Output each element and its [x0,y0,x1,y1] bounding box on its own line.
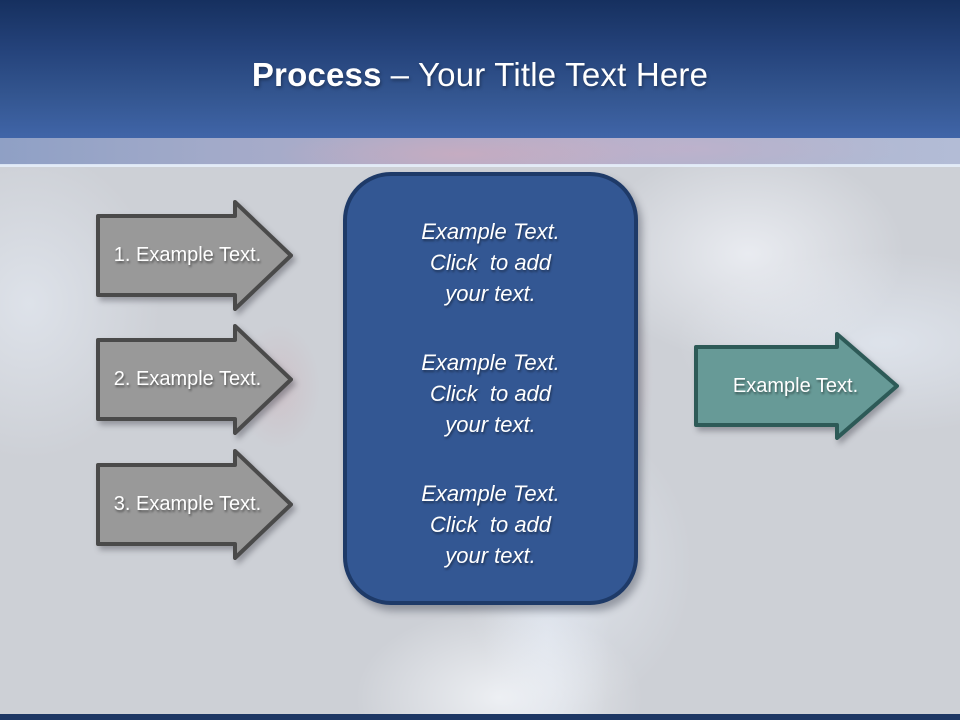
step-2-label: 2. Example Text. [113,368,262,390]
text-line: your text. [445,412,536,437]
text-block-3: Example Text. Click to add your text. [365,478,616,571]
step-arrow-1: 1. Example Text. [95,199,295,312]
step-1-label: 1. Example Text. [113,244,262,266]
slide-title: Process– Your Title Text Here [252,44,708,94]
slide-header: Process– Your Title Text Here [0,0,960,138]
step-3-label: 3. Example Text. [113,493,262,515]
center-text-box: Example Text. Click to add your text. Ex… [343,172,638,605]
result-arrow: Example Text. [693,331,900,441]
text-line: Example Text. [421,219,560,244]
text-line: Example Text. [421,350,560,375]
step-arrow-2: 2. Example Text. [95,323,295,436]
right-arrow-icon [96,449,293,560]
step-arrow-3: 3. Example Text. [95,448,295,561]
title-keyword: Process [251,56,382,93]
footer-strip [0,714,960,720]
text-line: your text. [445,281,536,306]
right-arrow-icon [694,332,899,440]
text-line: Click to add [429,381,552,406]
right-arrow-icon [96,200,293,311]
text-line: Click to add [429,250,552,275]
accent-band [0,138,960,167]
result-arrow-label: Example Text. [732,375,859,397]
right-arrow-icon [96,324,293,435]
text-line: Example Text. [421,481,560,506]
text-block-2: Example Text. Click to add your text. [365,347,616,440]
text-line: your text. [445,543,536,568]
text-block-1: Example Text. Click to add your text. [365,216,616,309]
title-rest: – Your Title Text Here [390,56,709,93]
text-line: Click to add [429,512,552,537]
